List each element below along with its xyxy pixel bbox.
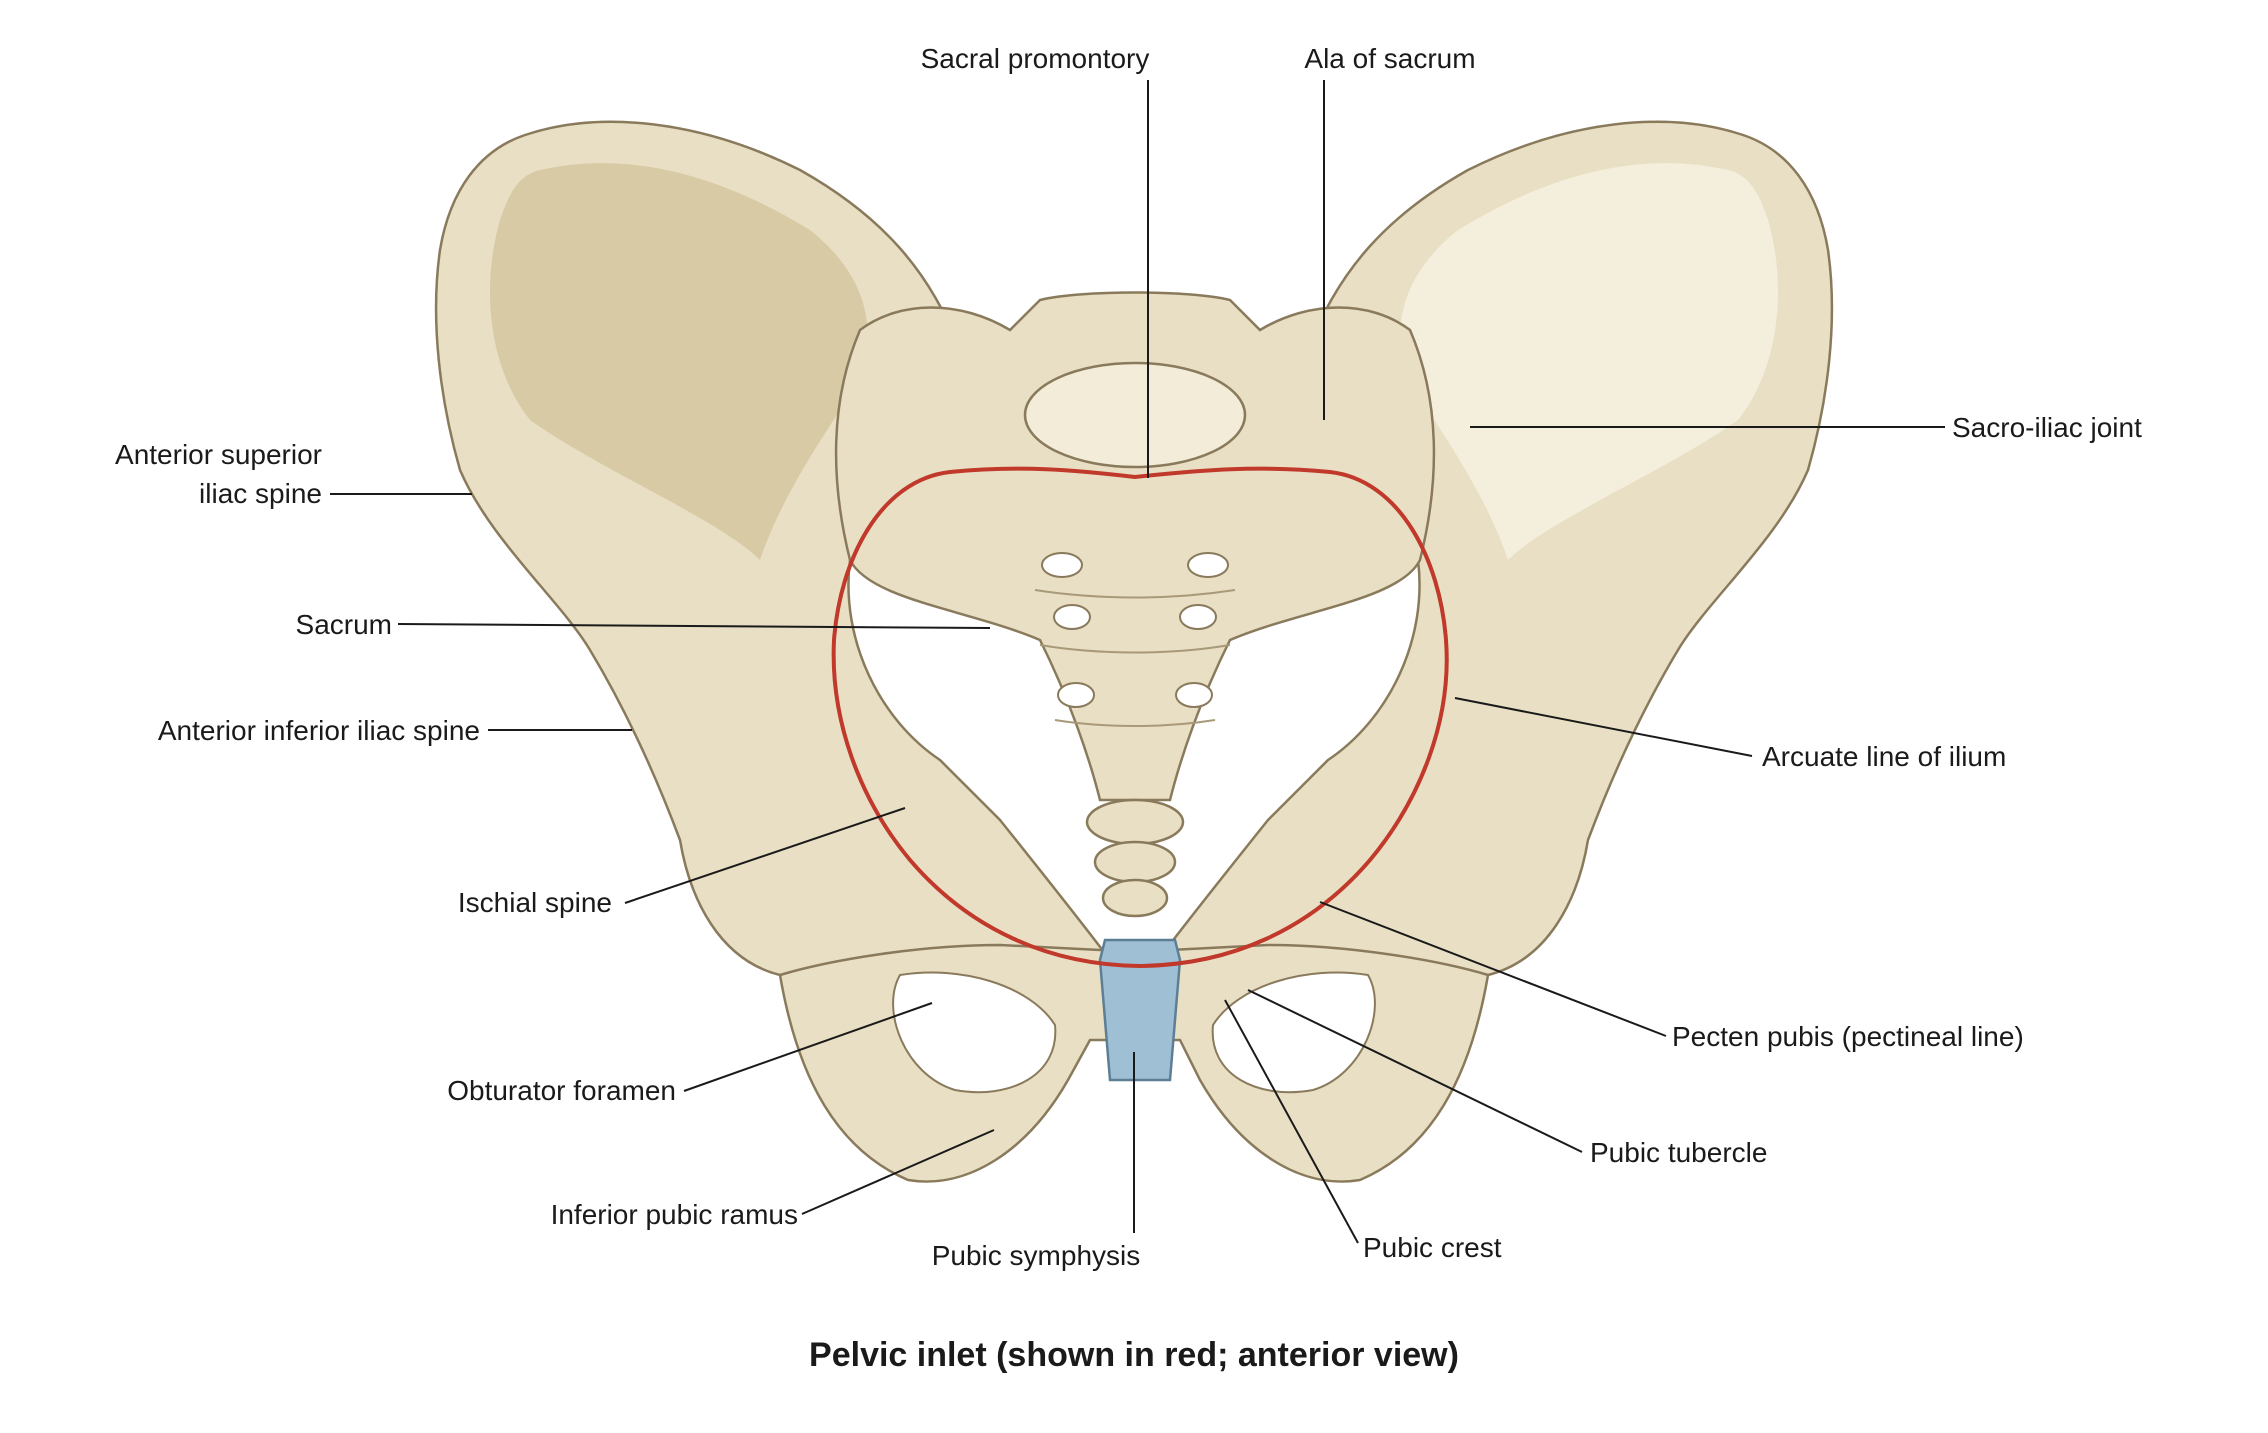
leader-sacrum bbox=[397, 623, 991, 629]
label-sacral-promontory: Sacral promontory bbox=[921, 43, 1150, 74]
coccyx-segment bbox=[1085, 798, 1185, 846]
label-pubic-tubercle: Pubic tubercle bbox=[1590, 1137, 1767, 1168]
label-obturator-foramen: Obturator foramen bbox=[447, 1075, 676, 1106]
sacral-transverse-ridge bbox=[1054, 719, 1216, 727]
label-anterior-inferior-iliac-spine: Anterior inferior iliac spine bbox=[158, 715, 480, 746]
label-sacrum: Sacrum bbox=[296, 609, 392, 640]
sacral-foramen bbox=[1057, 682, 1095, 708]
labels: Sacral promontory Ala of sacrum Anterior… bbox=[115, 43, 2142, 1271]
pelvic-inlet-outline bbox=[831, 466, 1449, 969]
label-sacro-iliac-joint: Sacro-iliac joint bbox=[1952, 412, 2142, 443]
right-obturator-foramen bbox=[1211, 971, 1376, 1094]
leader-inferior-pubic-ramus bbox=[801, 1129, 995, 1215]
figure-caption: Pelvic inlet (shown in red; anterior vie… bbox=[809, 1336, 1459, 1374]
sacral-transverse-ridge bbox=[1034, 589, 1236, 599]
label-inferior-pubic-ramus: Inferior pubic ramus bbox=[551, 1199, 798, 1230]
sacral-body bbox=[1023, 361, 1247, 469]
left-obturator-foramen bbox=[892, 971, 1057, 1094]
label-pubic-symphysis: Pubic symphysis bbox=[932, 1240, 1141, 1271]
label-ischial-spine: Ischial spine bbox=[458, 887, 612, 918]
left-iliac-fossa bbox=[490, 163, 868, 560]
sacral-foramen bbox=[1175, 682, 1213, 708]
leader-pecten-pubis bbox=[1319, 901, 1667, 1037]
label-anterior-superior-iliac-spine-line1: Anterior superior bbox=[115, 439, 322, 470]
sacral-foramen bbox=[1041, 552, 1083, 578]
coccyx-segment bbox=[1101, 878, 1169, 918]
sacral-foramen bbox=[1053, 604, 1091, 630]
right-iliac-fossa bbox=[1400, 163, 1778, 560]
sacral-foramen bbox=[1179, 604, 1217, 630]
leader-pubic-crest bbox=[1224, 999, 1359, 1244]
leader-ischial-spine bbox=[624, 807, 906, 904]
sacral-foramen bbox=[1187, 552, 1229, 578]
label-pecten-pubis: Pecten pubis (pectineal line) bbox=[1672, 1021, 2024, 1052]
coccyx-segment bbox=[1093, 840, 1177, 884]
leader-pubic-tubercle bbox=[1247, 989, 1583, 1153]
label-pubic-crest: Pubic crest bbox=[1363, 1232, 1502, 1263]
sacrum bbox=[834, 291, 1436, 802]
sacral-transverse-ridge bbox=[1039, 644, 1231, 654]
leader-obturator-foramen bbox=[683, 1002, 933, 1092]
leader-lines bbox=[330, 80, 1945, 1244]
label-ala-of-sacrum: Ala of sacrum bbox=[1304, 43, 1475, 74]
pubic-symphysis bbox=[1098, 938, 1182, 1082]
pelvis-illustration bbox=[434, 120, 1834, 1183]
label-anterior-superior-iliac-spine-line2: iliac spine bbox=[199, 478, 322, 509]
leader-arcuate-line bbox=[1454, 697, 1753, 757]
label-arcuate-line-of-ilium: Arcuate line of ilium bbox=[1762, 741, 2006, 772]
